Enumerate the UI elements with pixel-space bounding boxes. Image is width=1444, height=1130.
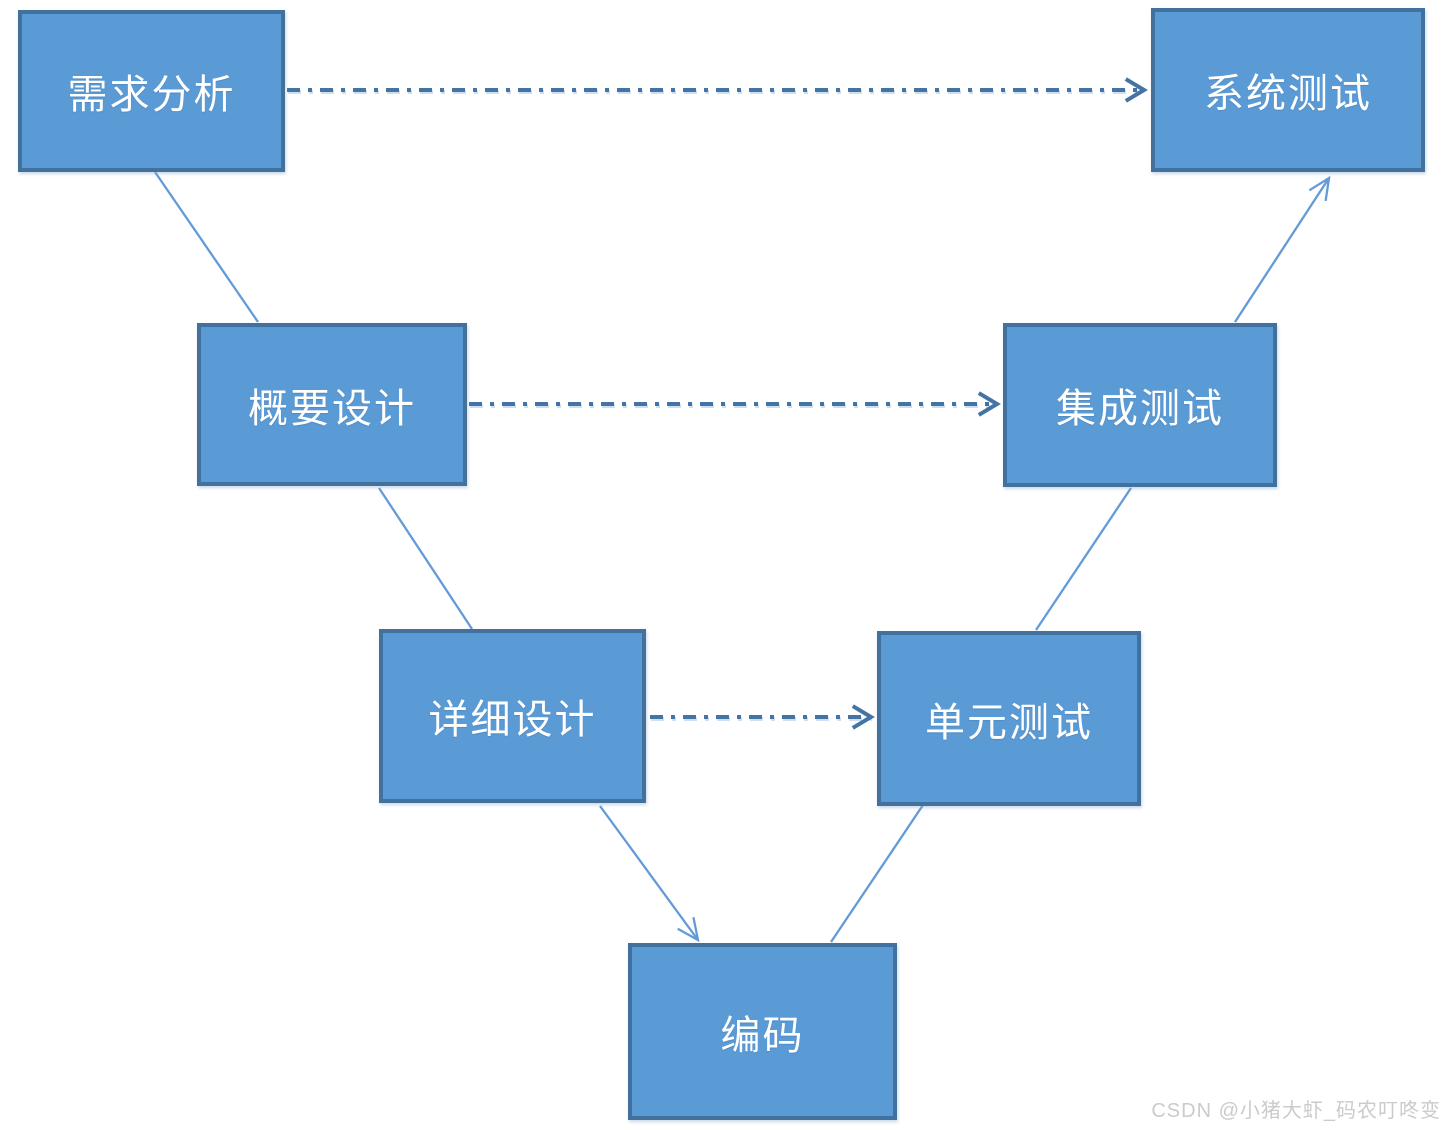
node-integration-testing-label: 集成测试: [1056, 386, 1224, 431]
edge-requirements-to-preliminary-design: [154, 171, 259, 323]
node-coding-label: 编码: [720, 1012, 805, 1058]
node-detailed-design: 详细设计: [379, 629, 646, 803]
node-coding: 编码: [628, 943, 897, 1120]
node-integration-testing: 集成测试: [1003, 323, 1277, 487]
edge-coding-to-unit-testing: [830, 804, 924, 943]
edge-detailed-design-to-coding: [599, 805, 700, 943]
node-unit-testing-label: 单元测试: [925, 699, 1093, 745]
node-requirements-analysis-label: 需求分析: [67, 72, 236, 117]
edge-preliminary-to-detailed-design: [378, 487, 473, 630]
node-requirements-analysis: 需求分析: [18, 10, 285, 172]
node-preliminary-design-label: 概要设计: [248, 385, 416, 431]
node-system-testing-label: 系统测试: [1204, 71, 1372, 116]
edge-integration-to-system-testing: [1234, 175, 1331, 323]
edge-unit-to-integration-testing: [1035, 487, 1132, 631]
node-system-testing: 系统测试: [1151, 8, 1425, 172]
node-detailed-design-label: 详细设计: [428, 697, 597, 742]
csdn-watermark: CSDN @小猪大虾_码农叮咚变: [1151, 1100, 1441, 1122]
node-unit-testing: 单元测试: [877, 631, 1141, 806]
node-preliminary-design: 概要设计: [197, 323, 467, 486]
